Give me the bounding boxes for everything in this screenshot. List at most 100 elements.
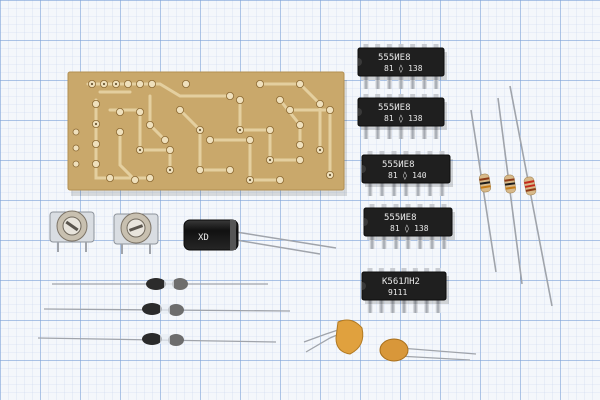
ic-pin <box>401 299 407 313</box>
ic-notch <box>364 218 368 226</box>
ic-notch <box>362 165 366 173</box>
ic-pin <box>363 125 369 139</box>
ic-label-line1: К561ЛН2 <box>382 277 420 287</box>
ic-pin <box>367 151 373 156</box>
ic-pin <box>433 44 439 49</box>
ic-pin <box>427 151 433 156</box>
resistors <box>470 85 553 307</box>
ic-pin <box>421 75 427 89</box>
pcb-holes <box>90 82 332 182</box>
ic-label-line1: 555ИЕ8 <box>384 213 417 223</box>
capacitor-marking: XD <box>198 233 209 243</box>
ic-pin <box>393 204 399 209</box>
ic-pin <box>410 94 416 99</box>
ic-pin <box>393 235 399 249</box>
ic-pin <box>435 268 441 273</box>
ic-pin <box>390 299 396 313</box>
ic-label-line2: 81 ◊ 138 <box>384 114 423 123</box>
ic-label-line2: 81 ◊ 138 <box>384 64 423 73</box>
ic-pin <box>378 299 384 313</box>
ic-pin <box>429 235 435 249</box>
ic-pin <box>398 94 404 99</box>
ic-pin <box>417 235 423 249</box>
ic-pin <box>369 235 375 249</box>
ic-pin <box>424 299 430 313</box>
pcb-pads <box>72 80 334 184</box>
ic-pin <box>375 44 381 49</box>
ic-pin <box>412 299 418 313</box>
electrolytic-capacitor: XD <box>183 219 337 255</box>
ic-pin <box>363 44 369 49</box>
ic-pin <box>386 44 392 49</box>
ic-pin <box>410 44 416 49</box>
ic-label-line1: 555ИЕ8 <box>382 160 415 170</box>
ic-notch <box>358 108 362 116</box>
ic-pin <box>367 299 373 313</box>
ic-pin <box>424 268 430 273</box>
ic-pin <box>427 182 433 196</box>
ic-pin <box>390 268 396 273</box>
ic-pin <box>441 204 447 209</box>
ic-pin <box>367 182 373 196</box>
ic-pin <box>398 44 404 49</box>
ic-pin <box>386 125 392 139</box>
ic-pin <box>435 299 441 313</box>
ic-label-line1: 555ИЕ8 <box>378 53 411 63</box>
ic-notch <box>362 282 366 290</box>
ic-pin <box>410 125 416 139</box>
ic-pin <box>433 94 439 99</box>
ic-pin <box>410 75 416 89</box>
ic-pin <box>415 182 421 196</box>
printed-circuit-board <box>67 71 347 196</box>
ic-pin <box>401 268 407 273</box>
ic-label-line2: 81 ◊ 138 <box>390 224 429 233</box>
ic-pin <box>369 204 375 209</box>
ic-pin <box>391 182 397 196</box>
ic-pin <box>405 204 411 209</box>
trimmer-potentiometers <box>49 210 159 254</box>
ic-pin <box>441 235 447 249</box>
ic-pin <box>417 204 423 209</box>
diodes <box>37 278 291 346</box>
ic-pin <box>391 151 397 156</box>
ic-pin <box>398 125 404 139</box>
ic-pin <box>363 94 369 99</box>
ic-pin <box>379 151 385 156</box>
ic-pin <box>403 151 409 156</box>
ceramic-capacitors <box>303 319 477 362</box>
ic-pin <box>439 151 445 156</box>
ic-pin <box>363 75 369 89</box>
ic-pin <box>386 75 392 89</box>
ic-pin <box>439 182 445 196</box>
ic-pin <box>367 268 373 273</box>
ic-pin <box>375 125 381 139</box>
ic-pin <box>375 75 381 89</box>
ic-notch <box>358 58 362 66</box>
ic-label-line1: 555ИЕ8 <box>378 103 411 113</box>
ic-pin <box>403 182 409 196</box>
ic-pin <box>386 94 392 99</box>
ic-pin <box>379 182 385 196</box>
ic-pin <box>433 75 439 89</box>
ic-pin <box>381 235 387 249</box>
ic-pin <box>421 94 427 99</box>
ic-pin <box>378 268 384 273</box>
ic-pin <box>421 125 427 139</box>
ic-pin <box>398 75 404 89</box>
ic-pin <box>433 125 439 139</box>
ic-label-line2: 81 ◊ 140 <box>388 171 427 180</box>
ic-pin <box>381 204 387 209</box>
ic-pin <box>412 268 418 273</box>
ic-pin <box>429 204 435 209</box>
ic-pin <box>415 151 421 156</box>
ic-pin <box>421 44 427 49</box>
